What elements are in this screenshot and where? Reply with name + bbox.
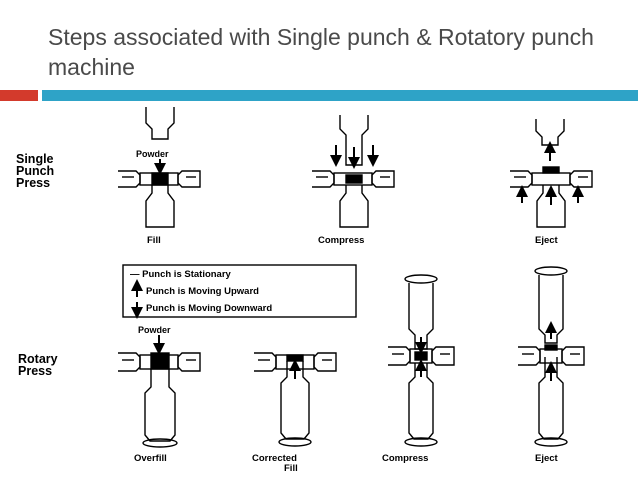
rotary-step-corrected: Corrected [252,453,297,464]
rotary-eject-station [518,266,585,447]
single-step-eject: Eject [535,235,559,246]
single-step-compress: Compress [318,235,364,246]
rotary-step-fill: Fill [284,463,298,474]
rotary-step-compress: Compress [382,453,428,464]
single-punch-press-label: Single Punch Press [16,152,54,190]
accent-bar-blue [42,90,638,101]
rotary-press-label: Rotary Press [18,352,58,378]
legend-item-upward: Punch is Moving Upward [146,286,259,297]
svg-text:Punch: Punch [16,164,54,178]
slide-title: Steps associated with Single punch & Rot… [48,24,594,80]
press-diagram: Single Punch Press Rotary Press Powder F… [16,107,593,474]
rotary-step-overfill: Overfill [134,453,167,464]
single-compress-arrows [330,145,379,169]
single-compress-station [312,115,395,228]
legend-box: — Punch is Stationary Punch is Moving Up… [122,264,357,319]
single-step-fill: Fill [147,235,161,246]
rotary-overfill-station [118,352,201,448]
single-eject-arrows [516,141,584,205]
rotary-compress-station [388,274,455,447]
single-eject-station [510,119,593,228]
accent-bar-red [0,90,38,101]
svg-text:Rotary: Rotary [18,352,58,366]
svg-text:Single: Single [16,152,54,166]
rotary-step-eject: Eject [535,453,559,464]
single-powder-label: Powder [136,149,169,159]
rotary-powder-label: Powder [138,325,171,335]
svg-text:Press: Press [16,176,50,190]
svg-text:Press: Press [18,364,52,378]
legend-item-downward: Punch is Moving Downward [146,303,272,314]
rotary-corrected-fill-station [254,352,337,447]
legend-item-stationary: — Punch is Stationary [130,269,232,280]
